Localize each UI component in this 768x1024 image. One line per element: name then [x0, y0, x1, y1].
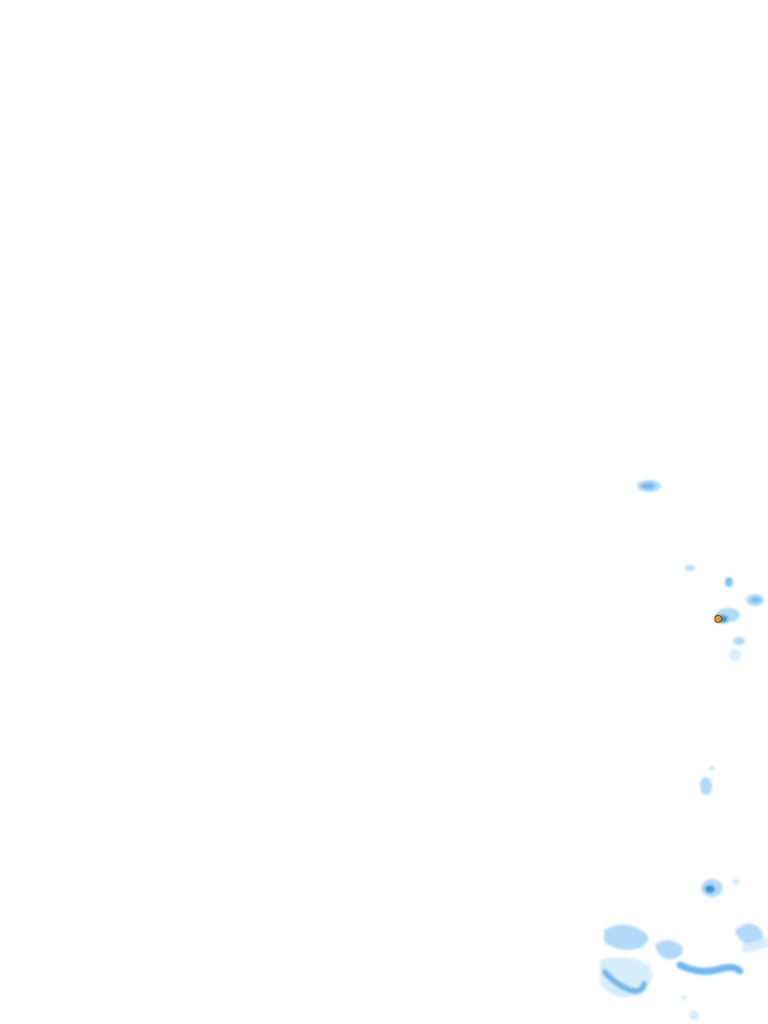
precip-echo: [655, 940, 683, 960]
precip-echo: [709, 765, 715, 771]
precip-echo: [705, 885, 715, 893]
precip-echo: [602, 969, 647, 995]
precip-echo: [676, 961, 744, 975]
intense-core: [714, 614, 723, 623]
precip-band-bottom: [600, 879, 768, 1020]
precip-echo: [732, 879, 740, 885]
precip-echo: [733, 637, 745, 645]
precip-echo: [641, 482, 655, 490]
precip-echo: [685, 565, 695, 571]
precip-echo: [729, 649, 741, 661]
precip-echo: [604, 924, 649, 950]
precip-cell-lower: [700, 765, 715, 795]
precip-echo: [700, 777, 712, 795]
precip-cell-upper: [637, 480, 661, 492]
precip-echo: [689, 1010, 699, 1020]
precip-echo: [725, 577, 733, 587]
intense-echo: [714, 614, 723, 623]
precip-echo: [742, 937, 768, 953]
precip-echo: [751, 597, 761, 603]
precip-echo: [735, 923, 764, 945]
precip-echo: [681, 995, 687, 1001]
